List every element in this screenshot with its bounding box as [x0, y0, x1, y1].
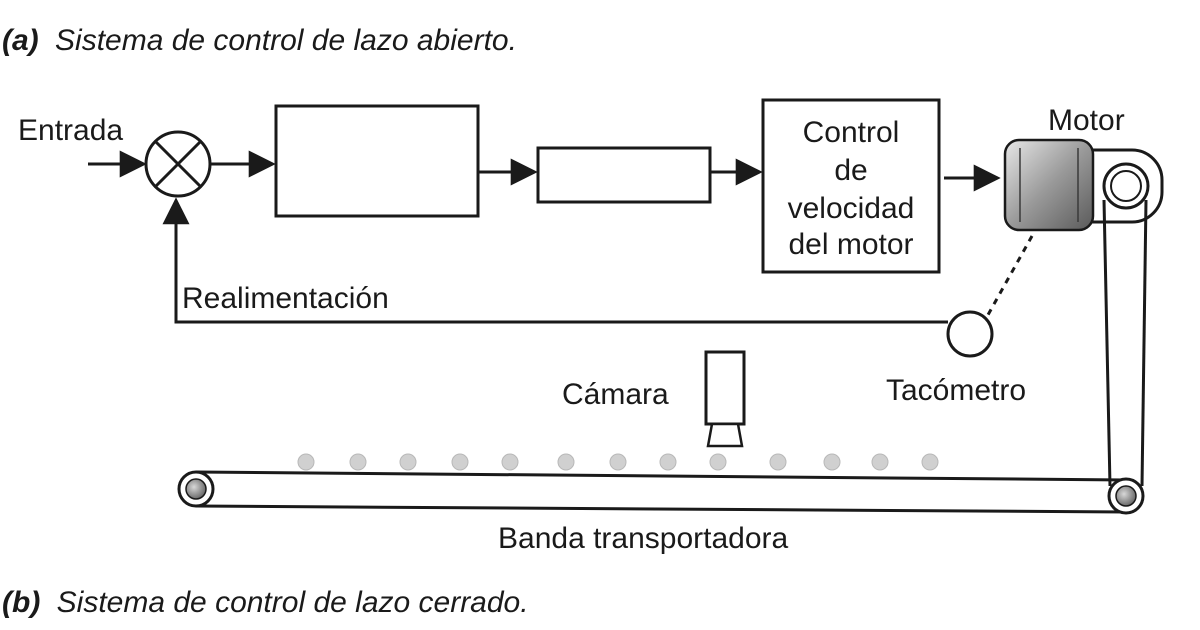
- summing-junction: [144, 130, 212, 198]
- conveyor-belt-top: [195, 470, 1127, 482]
- feedback-label: Realimentación: [182, 282, 389, 315]
- tachometer-label: Tacómetro: [886, 374, 1026, 407]
- conveyor-label: Banda transportadora: [498, 522, 789, 555]
- conveyor-items: [297, 453, 939, 471]
- tachometer-icon: [946, 310, 994, 358]
- camera-label: Cámara: [562, 378, 669, 411]
- speed-control-line-3: velocidad: [788, 192, 915, 225]
- conveyor-belt-bottom: [195, 504, 1127, 514]
- speed-control-line-4: del motor: [788, 228, 913, 261]
- speed-control-line-2: de: [834, 154, 867, 187]
- caption-b-tag: (b): [2, 586, 40, 619]
- motor-icon: [1003, 138, 1164, 232]
- caption-b: (b) Sistema de control de lazo cerrado.: [2, 586, 529, 619]
- tachometer-coupling: [982, 235, 1034, 323]
- caption-a-text: Sistema de control de lazo abierto.: [55, 24, 517, 57]
- motor-label: Motor: [1048, 104, 1125, 137]
- input-label: Entrada: [18, 114, 123, 147]
- speed-control-block: [761, 98, 941, 274]
- conveyor-roller-left: [177, 470, 215, 508]
- controller-block: [274, 104, 480, 218]
- drive-belt-right: [1140, 199, 1148, 487]
- actuator-block: [536, 146, 712, 204]
- caption-a: (a) Sistema de control de lazo abierto.: [2, 24, 517, 57]
- drive-belt-left: [1102, 199, 1112, 487]
- feedback-path: [162, 197, 948, 324]
- speed-control-line-1: Control: [803, 116, 900, 149]
- caption-b-text: Sistema de control de lazo cerrado.: [57, 586, 529, 619]
- conveyor-roller-right: [1107, 477, 1145, 515]
- camera-icon: [704, 350, 746, 448]
- caption-a-tag: (a): [2, 24, 39, 57]
